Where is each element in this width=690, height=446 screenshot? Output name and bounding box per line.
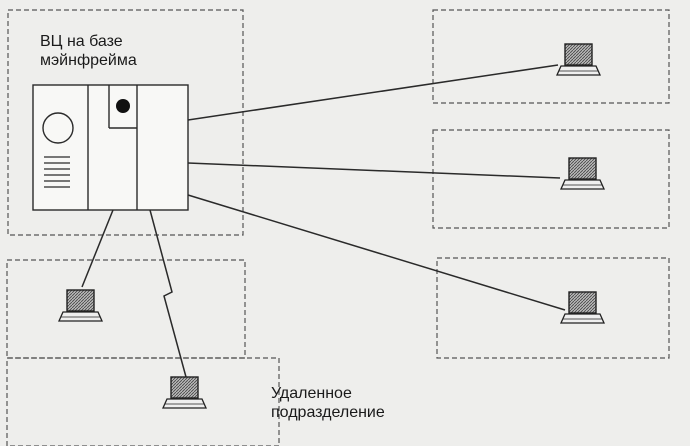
terminal-2-icon xyxy=(559,157,606,190)
zone-remote-division xyxy=(6,357,280,446)
label-remote-line1: Удаленное xyxy=(271,385,352,402)
terminal-4-icon xyxy=(57,289,104,322)
terminal-3-icon xyxy=(559,291,606,324)
link-terminal-3 xyxy=(187,194,566,311)
mainframe-dial-icon xyxy=(42,112,74,144)
mainframe-vent-icon xyxy=(44,156,70,188)
link-terminal-1 xyxy=(187,64,559,121)
label-center-line1: ВЦ на базе xyxy=(40,33,123,50)
zone-terminal-2 xyxy=(432,129,670,229)
zone-terminal-1 xyxy=(432,9,670,104)
link-terminal-2 xyxy=(187,162,561,179)
label-center-line2: мэйнфрейма xyxy=(40,52,137,69)
link-terminal-5-remote xyxy=(149,209,187,378)
zone-local-terminal xyxy=(6,259,246,359)
label-remote-line2: подразделение xyxy=(271,404,385,421)
mainframe xyxy=(32,84,189,211)
mainframe-indicator-icon xyxy=(116,99,130,113)
link-terminal-4 xyxy=(81,209,114,288)
zone-terminal-3 xyxy=(436,257,670,359)
zone-computing-center xyxy=(7,9,244,236)
terminal-5-icon xyxy=(161,376,208,409)
terminal-1-icon xyxy=(555,43,602,76)
